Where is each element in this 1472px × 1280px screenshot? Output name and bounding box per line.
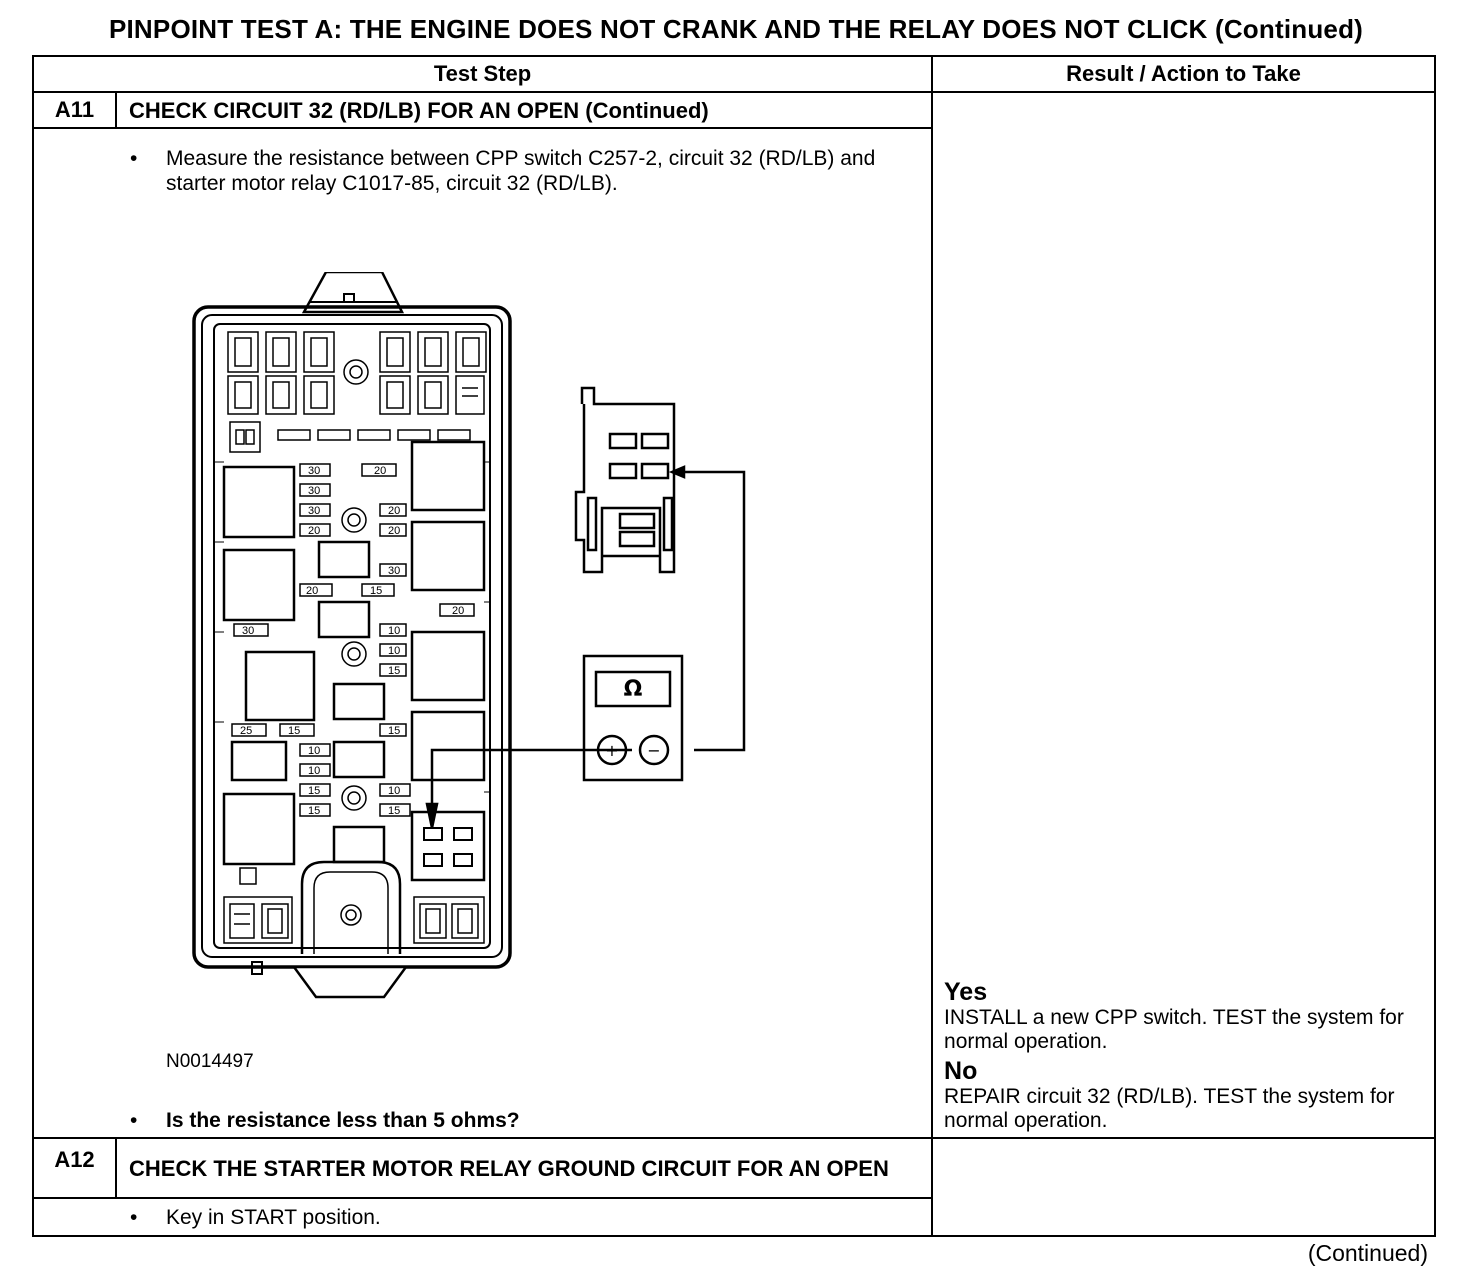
fuse-box-diagram: 30 20 30 30 20 20 20 30 20 15 20 30 10 1…: [192, 272, 746, 999]
svg-text:20: 20: [388, 525, 400, 537]
result-header: Result / Action to Take: [931, 55, 1437, 93]
svg-text:20: 20: [306, 585, 318, 597]
top-fuse-row: [227, 331, 487, 453]
svg-text:15: 15: [308, 805, 320, 817]
mini-fuses: 30 20 30 30 20 20 20 30 20 15 20 30 10 1…: [231, 463, 475, 817]
meter-leads: [425, 465, 746, 829]
yes-label: Yes: [944, 978, 988, 1006]
step-title-a11: CHECK CIRCUIT 32 (RD/LB) FOR AN OPEN (Co…: [114, 91, 934, 129]
svg-text:30: 30: [308, 485, 320, 497]
ohmmeter: Ω + −: [582, 654, 684, 782]
no-action: REPAIR circuit 32 (RD/LB). TEST the syst…: [944, 1085, 1395, 1132]
svg-text:30: 30: [308, 465, 320, 477]
pinpoint-test-table: Test Step Result / Action to Take A11 CH…: [31, 55, 1437, 1237]
starter-relay-connector: [411, 811, 485, 881]
svg-text:10: 10: [388, 785, 400, 797]
ohm-symbol: Ω: [624, 677, 643, 702]
plus-terminal: +: [605, 741, 618, 760]
svg-text:10: 10: [308, 745, 320, 757]
result-cell-a12: [931, 1137, 1437, 1237]
svg-text:15: 15: [388, 805, 400, 817]
test-step-header: Test Step: [31, 55, 934, 93]
figure-id: N0014497: [166, 1051, 254, 1072]
continued-label: (Continued): [1307, 1240, 1428, 1266]
svg-text:15: 15: [388, 665, 400, 677]
svg-text:15: 15: [288, 725, 300, 737]
svg-text:30: 30: [388, 565, 400, 577]
result-cell-a11: Yes INSTALL a new CPP switch. TEST the s…: [931, 91, 1437, 1139]
svg-text:30: 30: [308, 505, 320, 517]
minus-terminal: −: [647, 741, 660, 760]
instruction-a11: • Measure the resistance between CPP swi…: [130, 147, 876, 195]
svg-text:20: 20: [308, 525, 320, 537]
svg-text:25: 25: [240, 725, 252, 737]
step-id-a11: A11: [32, 91, 117, 129]
no-label: No: [944, 1057, 978, 1085]
yes-action: INSTALL a new CPP switch. TEST the syste…: [944, 1006, 1404, 1053]
svg-text:20: 20: [374, 465, 386, 477]
svg-text:30: 30: [242, 625, 254, 637]
question-a11: • Is the resistance less than 5 ohms?: [130, 1109, 520, 1132]
fuse-grid: [214, 461, 490, 793]
fuse-box-housing: [192, 272, 512, 999]
step-body-a12: • Key in START position.: [31, 1197, 934, 1237]
svg-text:20: 20: [452, 605, 464, 617]
step-title-a12: CHECK THE STARTER MOTOR RELAY GROUND CIR…: [114, 1137, 934, 1199]
svg-text:20: 20: [388, 505, 400, 517]
page-title: PINPOINT TEST A: THE ENGINE DOES NOT CRA…: [108, 14, 1364, 44]
svg-text:10: 10: [388, 625, 400, 637]
svg-text:10: 10: [308, 765, 320, 777]
cpp-switch-connector: [574, 386, 676, 574]
fuse-box-bottom: [223, 860, 485, 954]
relays: [222, 440, 486, 882]
step-id-a12: A12: [32, 1137, 117, 1199]
svg-text:10: 10: [388, 645, 400, 657]
svg-text:15: 15: [308, 785, 320, 797]
instruction-a12: • Key in START position.: [130, 1205, 381, 1229]
svg-text:15: 15: [388, 725, 400, 737]
svg-text:15: 15: [370, 585, 382, 597]
step-body-a11: • Measure the resistance between CPP swi…: [31, 127, 934, 1139]
